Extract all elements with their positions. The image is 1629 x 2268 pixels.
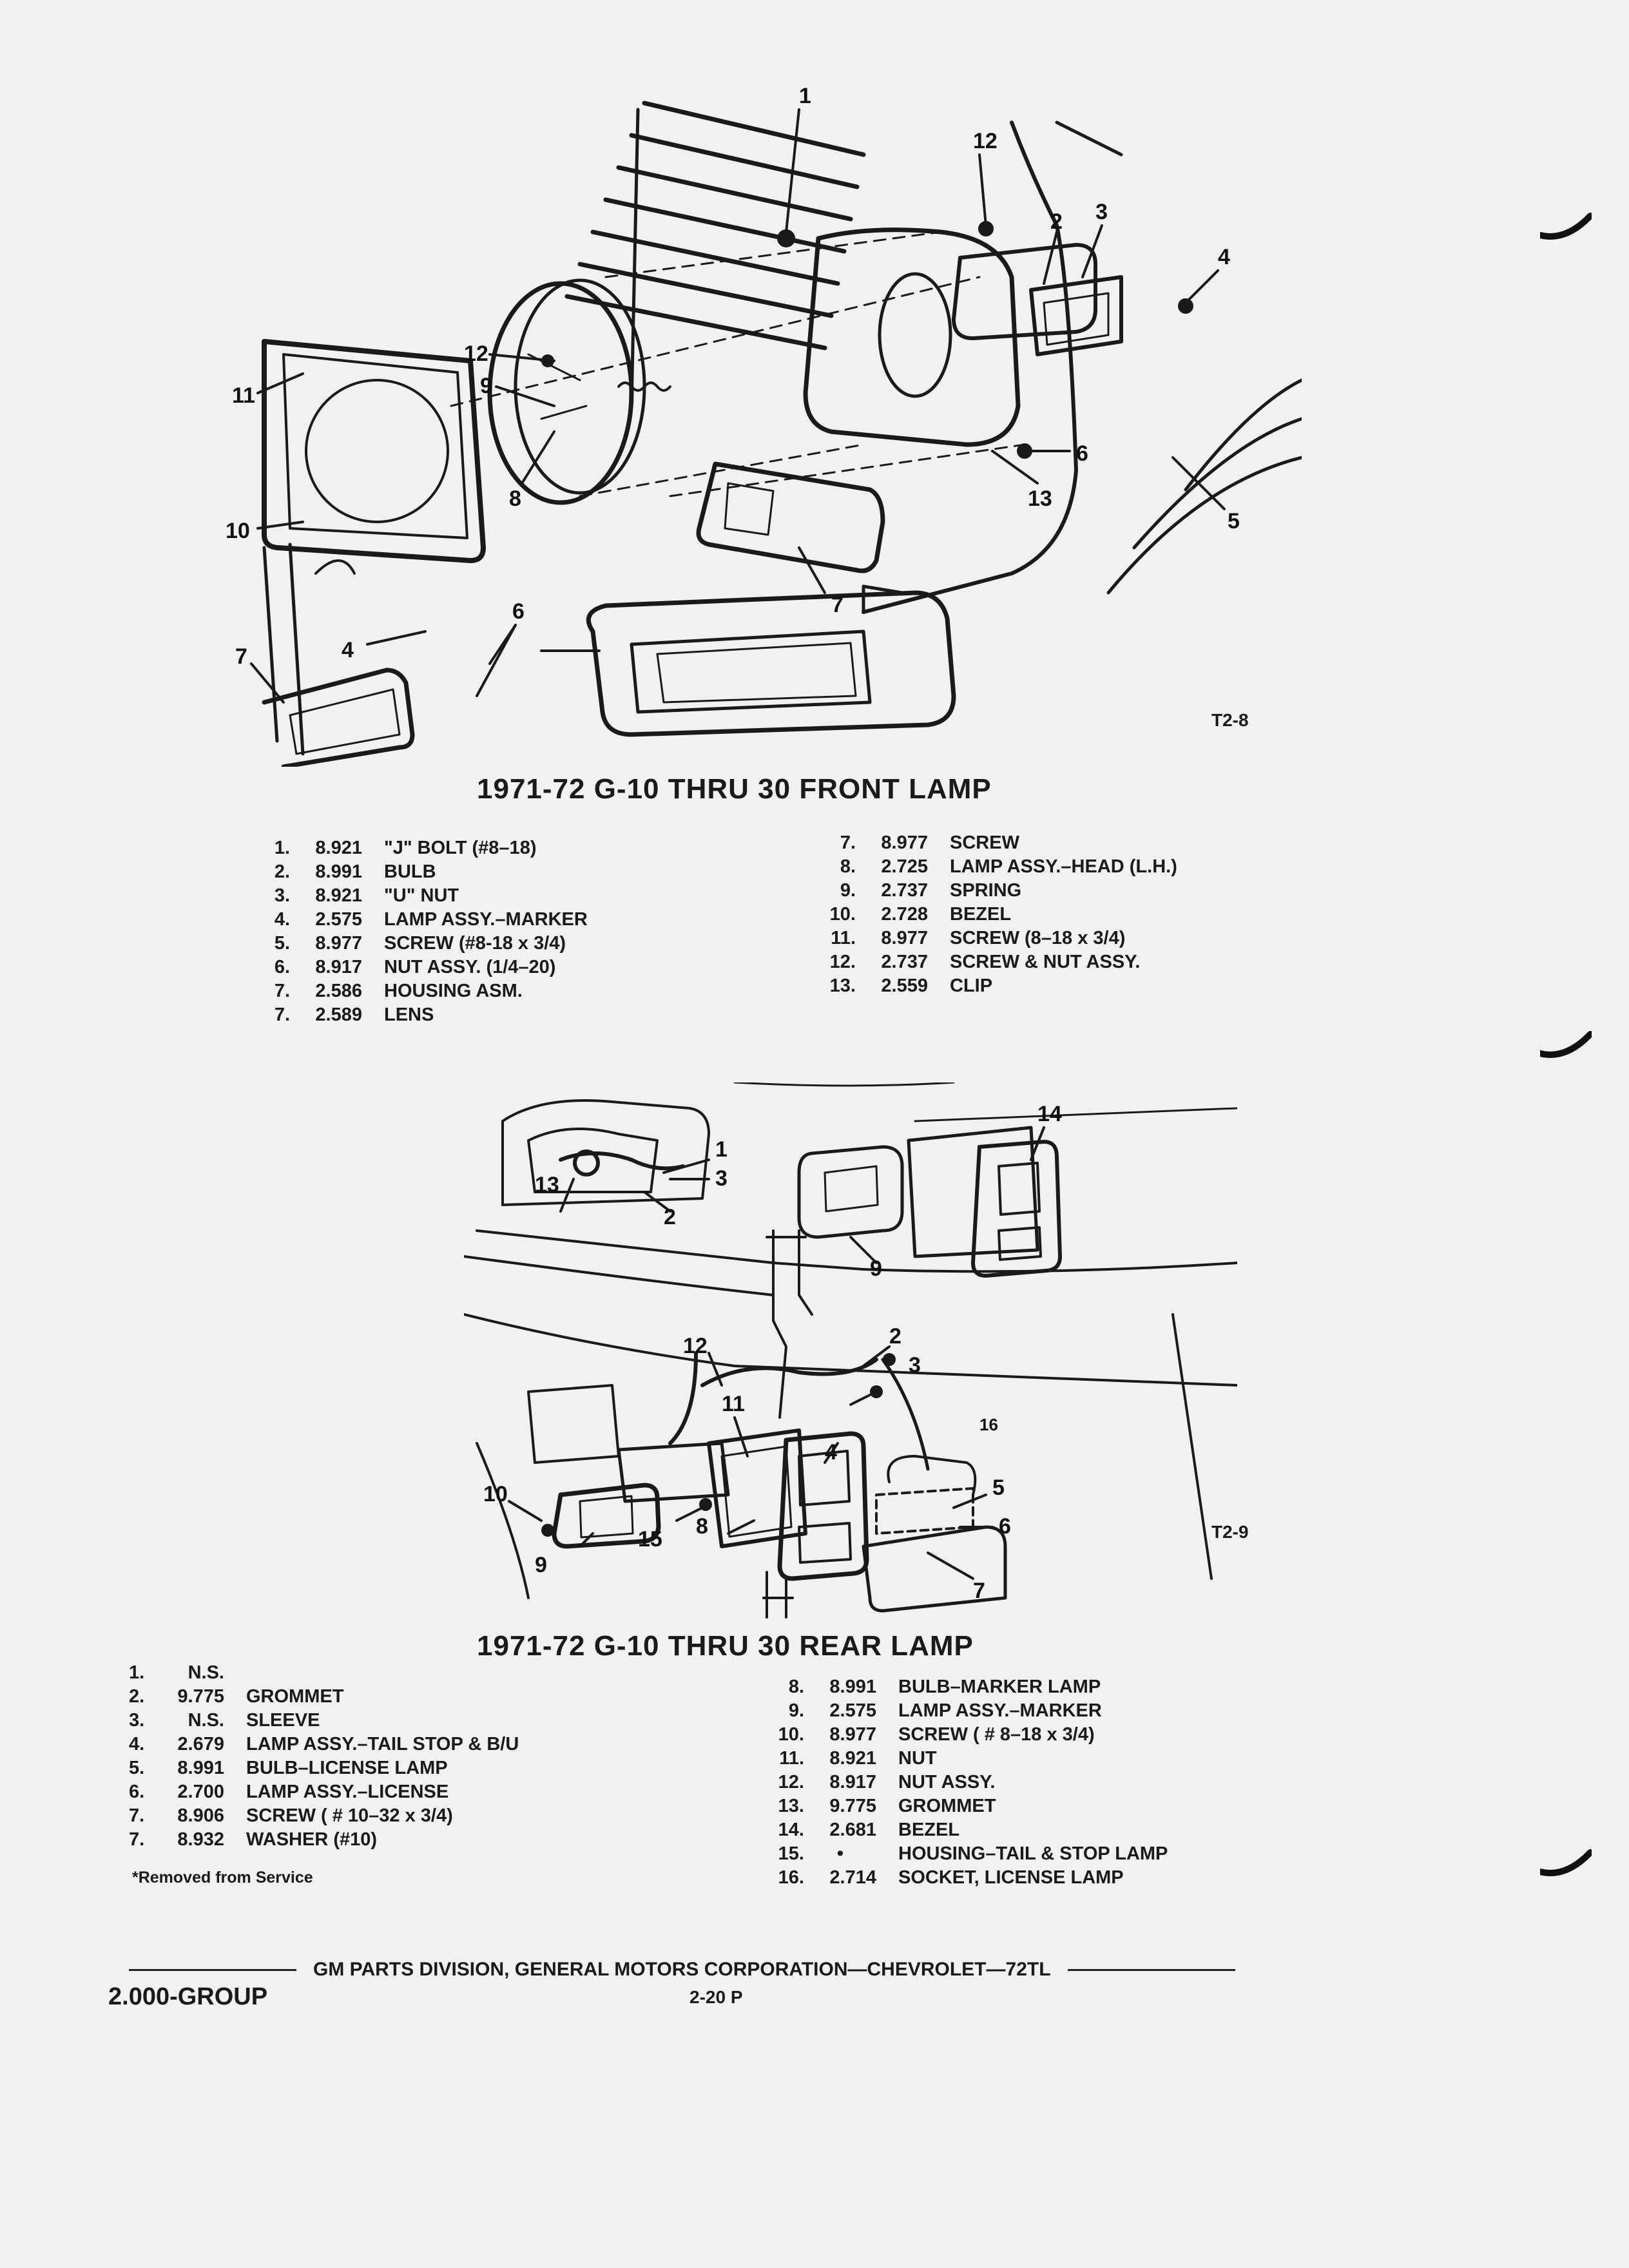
footer-publisher-text: GM PARTS DIVISION, GENERAL MOTORS CORPOR…	[313, 1959, 1051, 1980]
front-callout-11: 11	[232, 383, 255, 408]
front-callout-7b: 7	[235, 644, 247, 669]
front-lamp-title: 1971-72 G-10 THRU 30 FRONT LAMP	[477, 773, 992, 805]
front-callout-4b: 4	[342, 638, 354, 662]
front-callout-13: 13	[1028, 486, 1052, 511]
list-item: 15.•HOUSING–TAIL & STOP LAMP	[778, 1843, 1168, 1864]
rear-callout-6: 6	[999, 1514, 1011, 1539]
rear-callout-2b: 2	[889, 1324, 901, 1349]
front-callout-7: 7	[831, 593, 843, 617]
rear-callout-4: 4	[825, 1440, 837, 1465]
binder-mark-middle	[1540, 1031, 1592, 1058]
front-callout-6b: 6	[512, 599, 525, 624]
rear-callout-16: 16	[979, 1415, 998, 1434]
front-lamp-diagram: 1 12 2 3 4 5 6 13 12 9 11 8 10 7 4 6 7	[219, 84, 1302, 767]
rear-callout-8: 8	[696, 1514, 708, 1539]
rear-callout-3b: 3	[909, 1353, 921, 1378]
front-figure-code: T2-8	[1211, 710, 1249, 730]
page-number: 2-20 P	[689, 1987, 743, 2007]
front-callout-4: 4	[1218, 245, 1230, 269]
rear-callout-9b: 9	[535, 1553, 547, 1577]
rear-callout-5: 5	[992, 1475, 1005, 1500]
rear-callout-13: 13	[535, 1173, 559, 1197]
rear-callout-10: 10	[483, 1482, 508, 1506]
rear-callout-14: 14	[1037, 1102, 1062, 1126]
front-callout-8: 8	[509, 486, 521, 511]
front-callout-9: 9	[480, 374, 492, 398]
front-lamp-illustration: 1 12 2 3 4 5 6 13 12 9 11 8 10 7 4 6 7	[226, 84, 1302, 767]
rear-callout-15: 15	[638, 1527, 662, 1552]
footer-rule-left	[129, 1968, 296, 1971]
front-callout-12b: 12	[464, 341, 488, 366]
rear-callout-3: 3	[715, 1166, 728, 1191]
list-item: 3.8.921"U" NUT	[274, 885, 459, 906]
rear-lamp-title: 1971-72 G-10 THRU 30 REAR LAMP	[477, 1630, 974, 1662]
group-label: 2.000-GROUP	[108, 1983, 268, 2010]
front-callout-2: 2	[1050, 209, 1063, 234]
front-callout-10: 10	[226, 519, 250, 543]
rear-callout-9: 9	[870, 1256, 882, 1281]
rear-figure-code: T2-9	[1211, 1522, 1249, 1542]
front-callout-6: 6	[1076, 441, 1088, 466]
removed-from-service-note: *Removed from Service	[132, 1869, 313, 1887]
footer-publisher-line: GM PARTS DIVISION, GENERAL MOTORS CORPOR…	[129, 1959, 1235, 1981]
front-callout-1: 1	[799, 84, 811, 108]
binder-mark-bottom	[1540, 1849, 1592, 1876]
front-callout-3: 3	[1095, 200, 1108, 224]
rear-lamp-illustration: 1 3 2 13 9 14 2 3 12 11 4 16 5 6 7 10 9 …	[464, 1082, 1237, 1619]
list-item: 3.N.S.SLEEVE	[129, 1710, 320, 1731]
front-callout-5: 5	[1228, 509, 1240, 533]
rear-callout-11: 11	[722, 1392, 745, 1416]
rear-lamp-diagram: 1 3 2 13 9 14 2 3 12 11 4 16 5 6 7 10 9 …	[464, 1082, 1237, 1624]
rear-callout-12: 12	[683, 1334, 708, 1358]
rear-callout-1: 1	[715, 1137, 728, 1162]
footer-rule-right	[1067, 1968, 1235, 1971]
front-callout-12: 12	[973, 129, 998, 153]
list-item: 1.N.S.	[129, 1662, 224, 1683]
rear-callout-7: 7	[973, 1579, 985, 1603]
rear-callout-2: 2	[664, 1205, 676, 1229]
binder-mark-top	[1540, 213, 1592, 240]
list-item: 1.8.921"J" BOLT (#8–18)	[274, 838, 537, 858]
